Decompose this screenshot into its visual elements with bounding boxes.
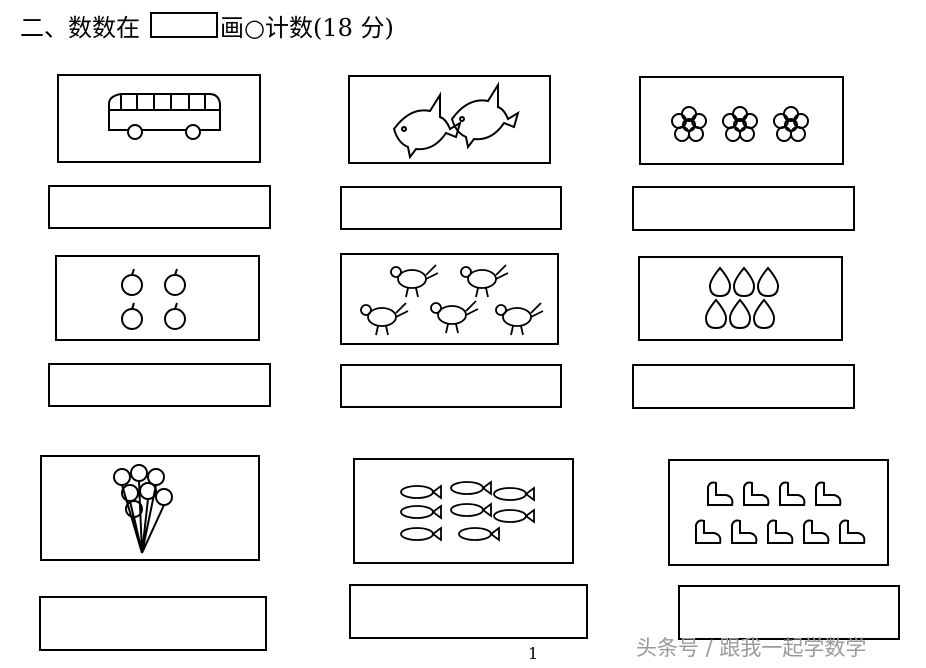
picture-roosters — [340, 253, 559, 345]
duck-icon — [695, 481, 866, 544]
section-heading: 二、数数在 画○计数(18 分) — [20, 8, 394, 42]
rooster-icon — [360, 264, 544, 336]
picture-balloons — [40, 455, 260, 561]
bus-icon — [108, 93, 221, 140]
heading-prefix: 二、数数在 — [20, 13, 140, 42]
answer-box-bus[interactable] — [48, 185, 271, 229]
watermark: 头条号 / 跟我一起学数学 — [636, 636, 867, 660]
answer-box-roosters[interactable] — [340, 364, 562, 408]
picture-bus — [57, 74, 261, 163]
answer-box-balloons[interactable] — [39, 596, 267, 651]
balloon-icon — [113, 464, 173, 554]
answer-box-fish[interactable] — [340, 186, 562, 230]
picture-small-fish — [353, 458, 574, 564]
small-fish-icon — [400, 480, 535, 542]
page-number: 1 — [528, 644, 539, 663]
fish-icon — [392, 81, 520, 160]
flower-icon — [671, 106, 809, 142]
apple-icon — [121, 268, 186, 330]
heading-suffix: 画○计数(18 分) — [220, 13, 394, 42]
peach-icon — [704, 266, 780, 330]
picture-peaches — [638, 256, 843, 341]
picture-fish — [348, 75, 551, 164]
answer-box-small-fish[interactable] — [349, 584, 588, 639]
picture-ducks — [668, 459, 889, 566]
picture-flowers — [639, 76, 844, 165]
heading-blank-box — [150, 12, 218, 38]
answer-box-flowers[interactable] — [632, 186, 855, 231]
answer-box-ducks[interactable] — [678, 585, 900, 640]
answer-box-apples[interactable] — [48, 363, 271, 407]
picture-apples — [55, 255, 260, 341]
answer-box-peaches[interactable] — [632, 364, 855, 409]
